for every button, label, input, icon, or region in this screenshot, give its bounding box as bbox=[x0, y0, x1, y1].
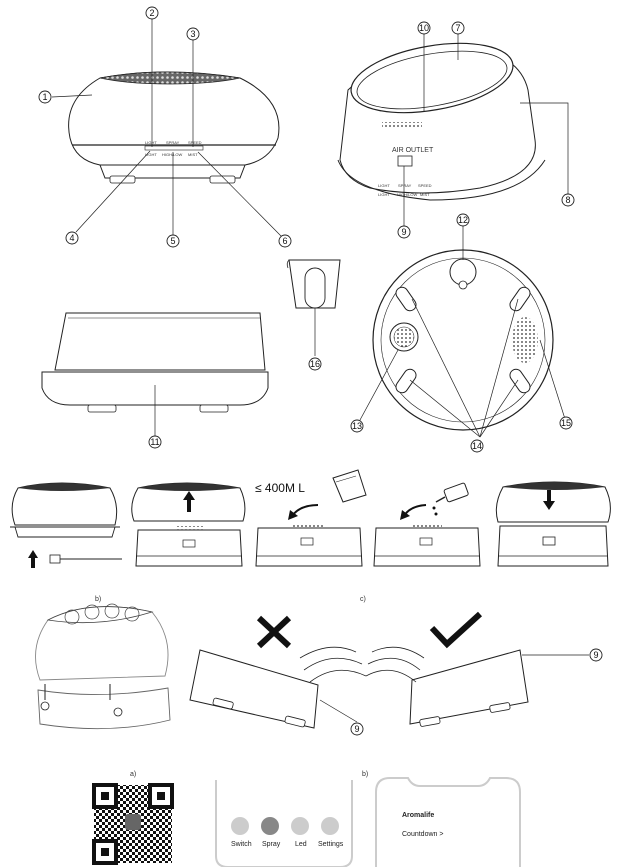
svg-text:3: 3 bbox=[190, 29, 195, 39]
callout-2: 2 bbox=[145, 6, 159, 20]
p2-btn-top-3: SPEED bbox=[418, 183, 432, 188]
callouts: 1 2 3 4 5 6 7 8 9 10 11 12 13 14 15 16 9… bbox=[38, 6, 603, 736]
step-4 bbox=[373, 482, 481, 567]
svg-text:7: 7 bbox=[455, 23, 460, 33]
callout-14: 14 bbox=[470, 439, 484, 453]
svg-text:11: 11 bbox=[150, 437, 159, 447]
app-settings-label: Settings bbox=[318, 841, 344, 848]
p1-btn-top-2: SPRAY bbox=[166, 140, 180, 145]
phone-screen-1: Switch Spray Led Settings bbox=[215, 780, 353, 867]
callout-9-right: 9 bbox=[589, 648, 603, 662]
p2-btn-bot-1: LIGHT bbox=[378, 192, 390, 197]
p2-btn-bot-3: MIST bbox=[420, 192, 430, 197]
marker-b-steps: b) bbox=[95, 596, 101, 603]
step-1 bbox=[10, 482, 122, 568]
p1-btn-bot-2: HIGH/LOW bbox=[162, 152, 182, 157]
callout-16: 16 bbox=[308, 357, 322, 371]
p2-btn-top-2: SPRAY bbox=[398, 183, 412, 188]
front-view: LIGHT SPRAY SPEED LIGHT HIGH/LOW MIST bbox=[51, 19, 282, 237]
svg-text:12: 12 bbox=[458, 215, 468, 225]
phone-screen-2: Aromalife Countdown > bbox=[375, 777, 521, 867]
svg-text:8: 8 bbox=[565, 195, 570, 205]
open-view: AIR OUTLET LIGHT SPRAY SPEED LIGHT HIGH/… bbox=[337, 34, 569, 226]
callout-6: 6 bbox=[278, 234, 292, 248]
step-5 bbox=[495, 481, 611, 567]
side-view bbox=[41, 312, 269, 436]
callout-13: 13 bbox=[350, 419, 364, 433]
callout-3: 3 bbox=[186, 27, 200, 41]
callout-8: 8 bbox=[561, 193, 575, 207]
callout-5: 5 bbox=[166, 234, 180, 248]
callout-10: 10 bbox=[417, 21, 431, 35]
p1-btn-top-1: LIGHT bbox=[145, 140, 157, 145]
svg-text:13: 13 bbox=[352, 421, 362, 431]
marker-b-bottom: b) bbox=[362, 771, 368, 778]
svg-text:5: 5 bbox=[170, 236, 175, 246]
marker-c-steps: c) bbox=[360, 596, 366, 603]
p1-btn-top-3: SPEED bbox=[188, 140, 202, 145]
callout-9-wrong: 9 bbox=[350, 722, 364, 736]
svg-text:2: 2 bbox=[149, 8, 154, 18]
svg-text:6: 6 bbox=[282, 236, 287, 246]
app-name: Aromalife bbox=[402, 812, 434, 819]
step-2 bbox=[131, 482, 246, 567]
tilt-right bbox=[365, 611, 589, 727]
app-switch-label: Switch bbox=[231, 841, 252, 848]
callout-11: 11 bbox=[148, 435, 162, 449]
p2-btn-bot-2: HIGH/LOW bbox=[397, 192, 417, 197]
tilt-wrong bbox=[189, 615, 367, 729]
svg-text:15: 15 bbox=[561, 418, 571, 428]
svg-text:14: 14 bbox=[472, 441, 482, 451]
p1-btn-bot-3: MIST bbox=[188, 152, 198, 157]
exploded-view bbox=[35, 603, 171, 730]
step-3: ≤ 400M L bbox=[255, 469, 367, 567]
p2-btn-top-1: LIGHT bbox=[378, 183, 390, 188]
svg-text:9: 9 bbox=[401, 227, 406, 237]
svg-text:4: 4 bbox=[69, 233, 74, 243]
svg-text:10: 10 bbox=[419, 23, 429, 33]
air-outlet-label: AIR OUTLET bbox=[392, 147, 434, 154]
fill-limit-label: ≤ 400M L bbox=[255, 481, 305, 495]
callout-9-top: 9 bbox=[397, 225, 411, 239]
app-spray-label: Spray bbox=[262, 841, 281, 848]
callout-7: 7 bbox=[451, 21, 465, 35]
callout-12: 12 bbox=[456, 213, 470, 227]
callout-15: 15 bbox=[559, 416, 573, 430]
qr-code bbox=[92, 783, 174, 865]
callout-4: 4 bbox=[65, 231, 79, 245]
svg-text:9: 9 bbox=[593, 650, 598, 660]
marker-a-bottom: a) bbox=[130, 771, 136, 778]
p1-btn-bot-1: LIGHT bbox=[145, 152, 157, 157]
svg-text:9: 9 bbox=[354, 724, 359, 734]
callout-1: 1 bbox=[38, 90, 52, 104]
svg-text:1: 1 bbox=[42, 92, 47, 102]
countdown-link: Countdown > bbox=[402, 831, 443, 838]
svg-text:16: 16 bbox=[310, 359, 320, 369]
bottom-view bbox=[359, 226, 566, 438]
measuring-cup bbox=[286, 259, 341, 356]
app-led-label: Led bbox=[295, 841, 307, 848]
